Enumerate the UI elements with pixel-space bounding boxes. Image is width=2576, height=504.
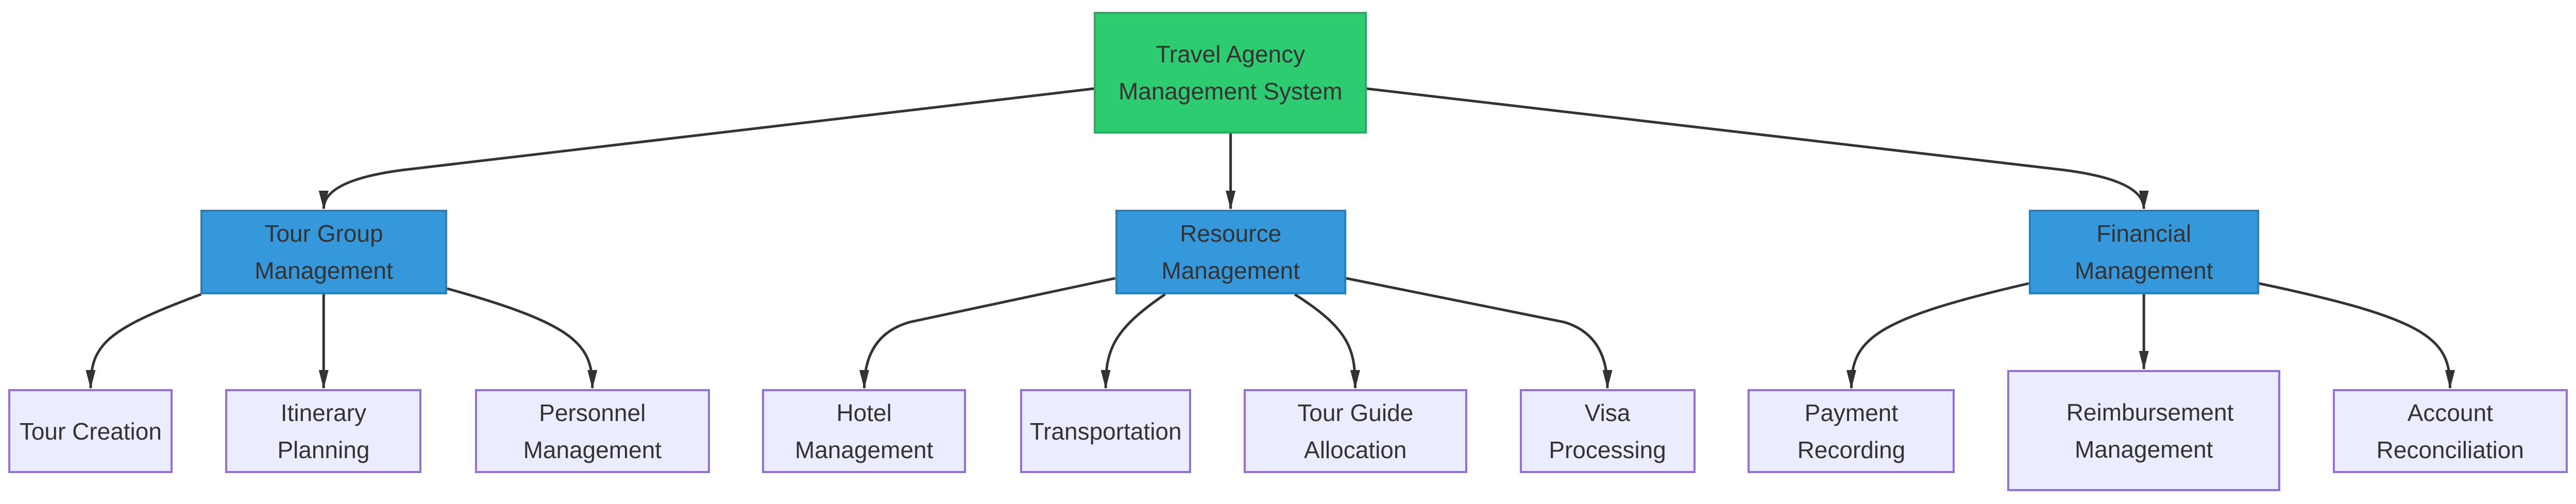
node-visa-processing[interactable]: Visa Processing bbox=[1519, 389, 1696, 473]
edge-resource-hotel bbox=[865, 278, 1115, 388]
node-financial-management[interactable]: Financial Management bbox=[2028, 210, 2259, 294]
node-transportation[interactable]: Transportation bbox=[1020, 389, 1191, 473]
arrowhead bbox=[318, 191, 329, 210]
edge-root-financial bbox=[1367, 89, 2144, 209]
node-label: Travel Agency Management System bbox=[1118, 41, 1343, 105]
edge-tour-group-personnel bbox=[447, 289, 592, 388]
edge-tour-group-tour-creation bbox=[91, 294, 201, 388]
arrowhead bbox=[587, 370, 598, 389]
node-label: Visa Processing bbox=[1549, 399, 1666, 463]
node-root[interactable]: Travel Agency Management System bbox=[1094, 12, 1367, 133]
node-label: Financial Management bbox=[2074, 220, 2213, 284]
node-tour-guide-allocation[interactable]: Tour Guide Allocation bbox=[1243, 389, 1467, 473]
edge-financial-account bbox=[2259, 283, 2450, 388]
node-itinerary-planning[interactable]: Itinerary Planning bbox=[225, 389, 422, 473]
arrowheads bbox=[86, 191, 2455, 389]
node-label: Personnel Management bbox=[523, 399, 662, 463]
node-account-reconciliation[interactable]: Account Reconciliation bbox=[2333, 389, 2568, 473]
node-label: Reimbursement Management bbox=[2066, 398, 2234, 463]
arrowhead bbox=[318, 370, 329, 389]
node-label: Payment Recording bbox=[1797, 399, 1906, 463]
arrowhead bbox=[1350, 370, 1360, 389]
node-label: Resource Management bbox=[1161, 220, 1300, 284]
arrowhead bbox=[2139, 191, 2149, 210]
node-label: Tour Group Management bbox=[255, 220, 393, 284]
arrowhead bbox=[859, 370, 870, 389]
node-label: Hotel Management bbox=[794, 399, 934, 463]
node-label: Transportation bbox=[1029, 417, 1182, 445]
edge-root-tour-group bbox=[324, 89, 1094, 209]
arrowhead bbox=[1100, 370, 1111, 389]
node-personnel-management[interactable]: Personnel Management bbox=[474, 389, 710, 473]
node-tour-group-management[interactable]: Tour Group Management bbox=[200, 210, 447, 294]
node-payment-recording[interactable]: Payment Recording bbox=[1748, 389, 1955, 473]
arrowhead bbox=[1846, 370, 1856, 389]
node-label: Account Reconciliation bbox=[2376, 399, 2524, 463]
arrowhead bbox=[2445, 370, 2455, 389]
node-resource-management[interactable]: Resource Management bbox=[1115, 210, 1346, 294]
node-label: Tour Guide Allocation bbox=[1297, 399, 1414, 463]
arrowhead bbox=[1602, 370, 1613, 389]
edge-financial-payment bbox=[1851, 283, 2028, 388]
edge-resource-tour-guide bbox=[1295, 294, 1355, 388]
arrowhead bbox=[2139, 351, 2149, 370]
edge-resource-transportation bbox=[1106, 294, 1165, 388]
arrowhead bbox=[86, 370, 96, 389]
arrowhead bbox=[1226, 191, 1236, 210]
node-label: Itinerary Planning bbox=[277, 399, 370, 463]
edge-resource-visa bbox=[1346, 278, 1607, 388]
node-label: Tour Creation bbox=[19, 417, 162, 445]
node-tour-creation[interactable]: Tour Creation bbox=[8, 389, 173, 473]
node-reimbursement-management[interactable]: Reimbursement Management bbox=[2007, 370, 2281, 491]
node-hotel-management[interactable]: Hotel Management bbox=[762, 389, 967, 473]
